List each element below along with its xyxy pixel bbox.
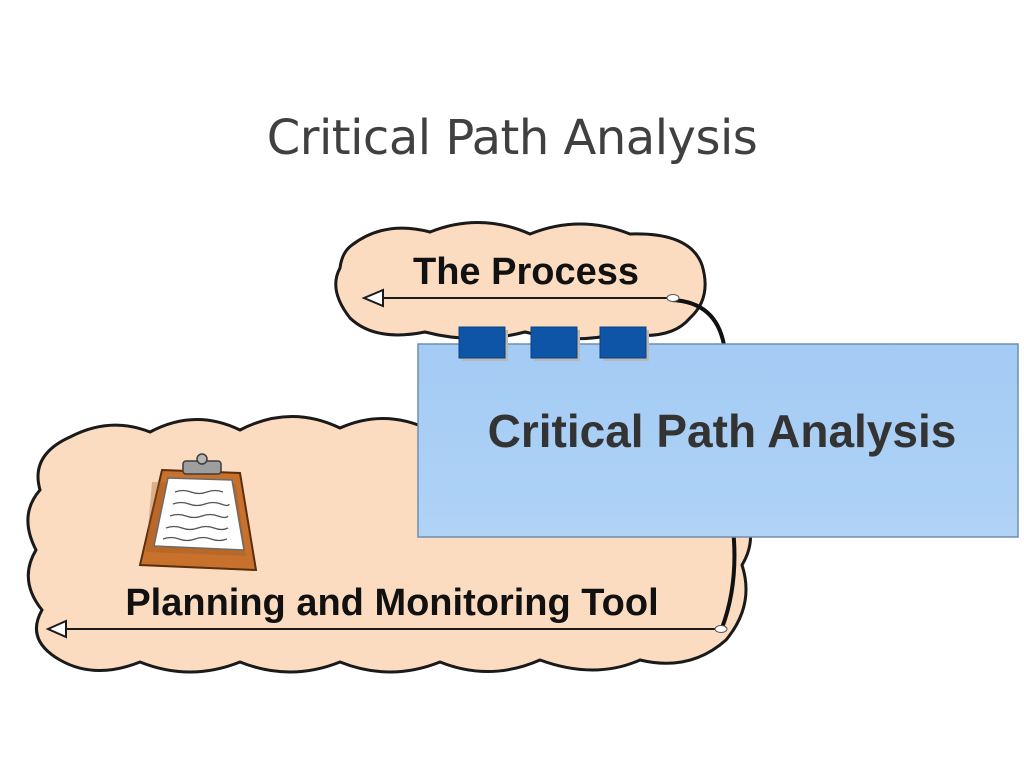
bottom-cloud-label: Planning and Monitoring Tool [125,582,658,624]
bottom-arrow [45,619,728,639]
top-cloud [334,220,707,341]
critical-path-box: Critical Path Analysis [417,343,1019,538]
top-cloud-label: The Process [413,251,639,293]
clipboard-icon [138,453,258,572]
bottom-arrow-node [714,625,728,633]
box-tabs [458,326,649,361]
slide-title: Critical Path Analysis [266,110,758,166]
top-arrow-node [666,294,680,302]
top-arrow [361,288,680,308]
critical-path-box-label: Critical Path Analysis [488,405,957,457]
top-cloud-shape [334,220,707,341]
top-arrowhead [361,288,384,308]
bottom-arrowhead [45,619,67,639]
